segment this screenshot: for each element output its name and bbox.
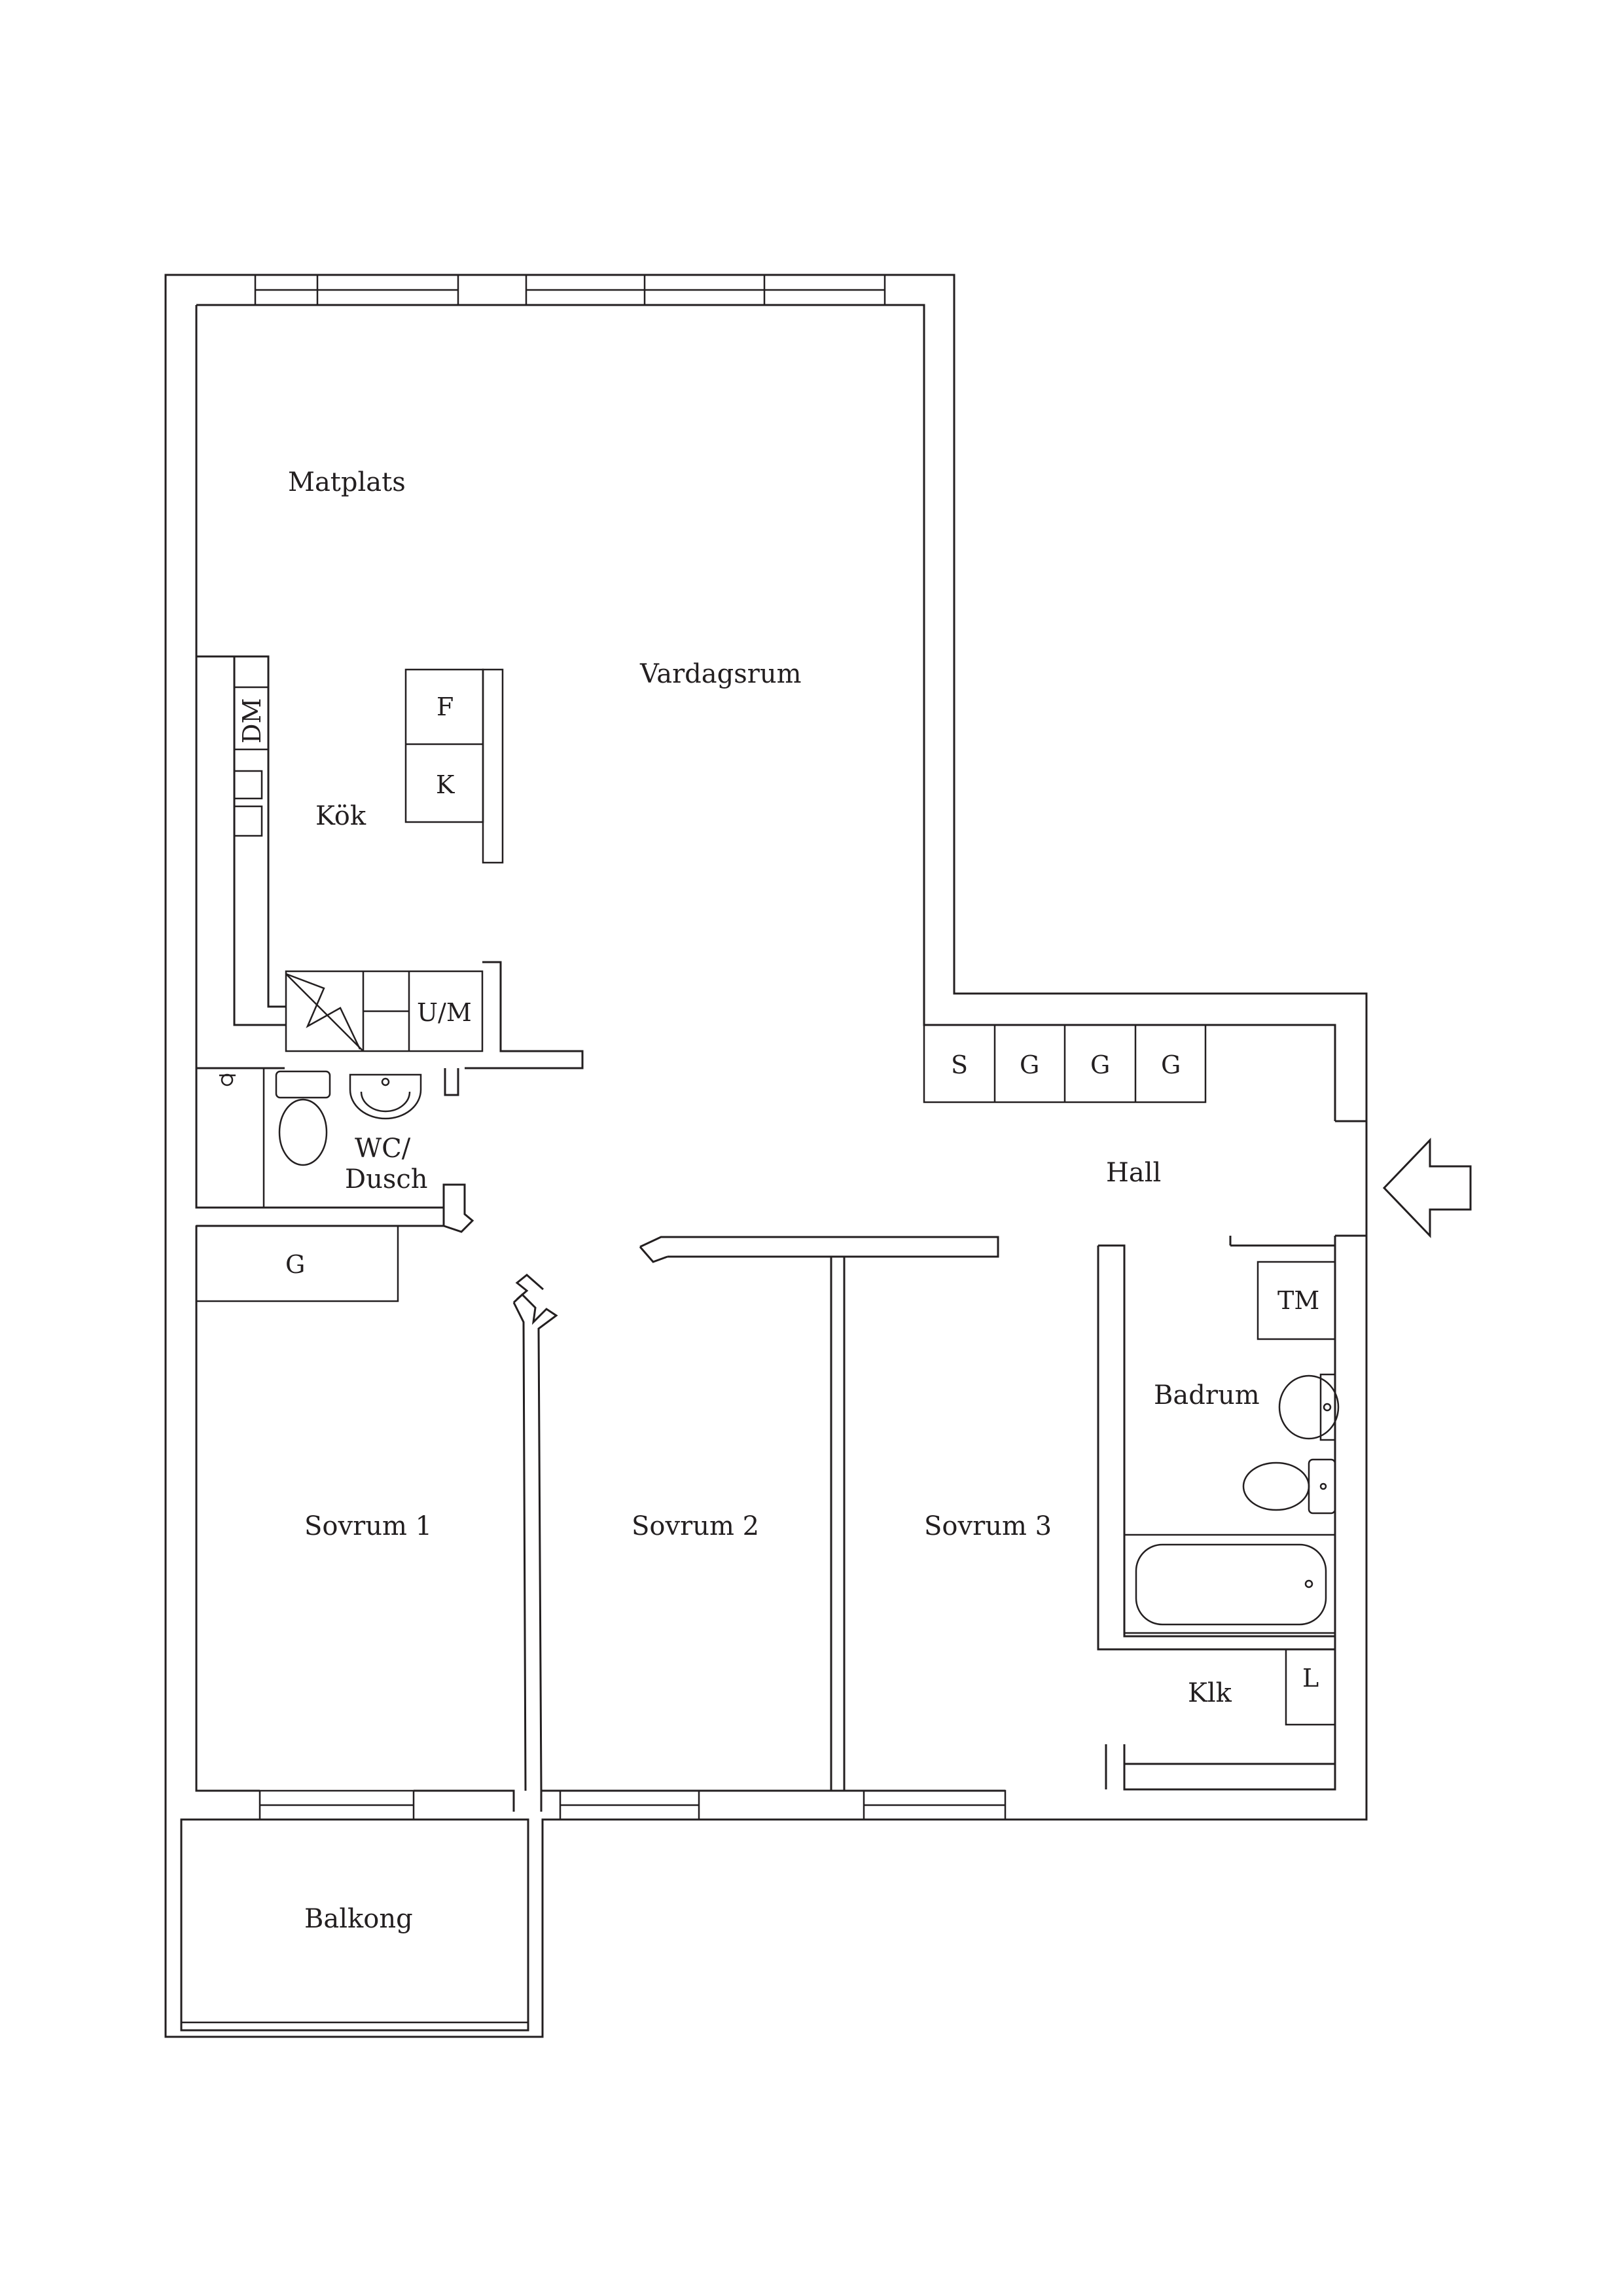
room-label-matplats: Matplats <box>288 467 406 497</box>
room-label-balkong: Balkong <box>304 1904 413 1934</box>
fixture-label-um: U/M <box>417 998 472 1027</box>
kitchen <box>196 655 584 1069</box>
room-label-vardagsrum: Vardagsrum <box>639 659 802 689</box>
fixture-label-l: L <box>1302 1664 1319 1693</box>
room-label-klk: Klk <box>1188 1678 1232 1708</box>
room-label-sovrum1: Sovrum 1 <box>304 1511 432 1541</box>
room-label-sovrum2: Sovrum 2 <box>632 1511 759 1541</box>
room-label-badrum: Badrum <box>1154 1380 1260 1410</box>
fixture-label-tm: TM <box>1277 1286 1319 1315</box>
hall-storage <box>923 1024 1366 1237</box>
wc-dusch <box>195 1062 474 1233</box>
badrum <box>1097 1236 1340 1651</box>
entrance-arrow-icon <box>1382 1138 1472 1238</box>
balkong <box>180 1818 529 2032</box>
chimney-flue-icon <box>285 973 361 1050</box>
room-label-dusch: Dusch <box>345 1164 428 1194</box>
fixture-label-g2: G <box>1090 1050 1110 1079</box>
top-windows <box>254 274 886 306</box>
room-label-sovrum3: Sovrum 3 <box>924 1511 1052 1541</box>
sovrum-1 <box>195 1225 558 1812</box>
room-label-wc: WC/ <box>355 1134 411 1164</box>
fixture-label-g3: G <box>1161 1050 1181 1079</box>
fixture-label-g1: G <box>1020 1050 1039 1079</box>
fixture-label-s: S <box>951 1050 968 1079</box>
fixture-label-k: K <box>436 770 455 799</box>
room-label-kok: Kök <box>315 801 366 831</box>
klk <box>1105 1648 1336 1789</box>
outer-walls <box>164 274 1368 2038</box>
room-label-hall: Hall <box>1106 1158 1161 1188</box>
fixture-label-dm: DM <box>238 698 266 744</box>
fixture-label-g-wardrobe: G <box>285 1250 305 1279</box>
fixture-label-f: F <box>437 692 454 721</box>
bedroom-windows <box>259 1789 1007 1821</box>
